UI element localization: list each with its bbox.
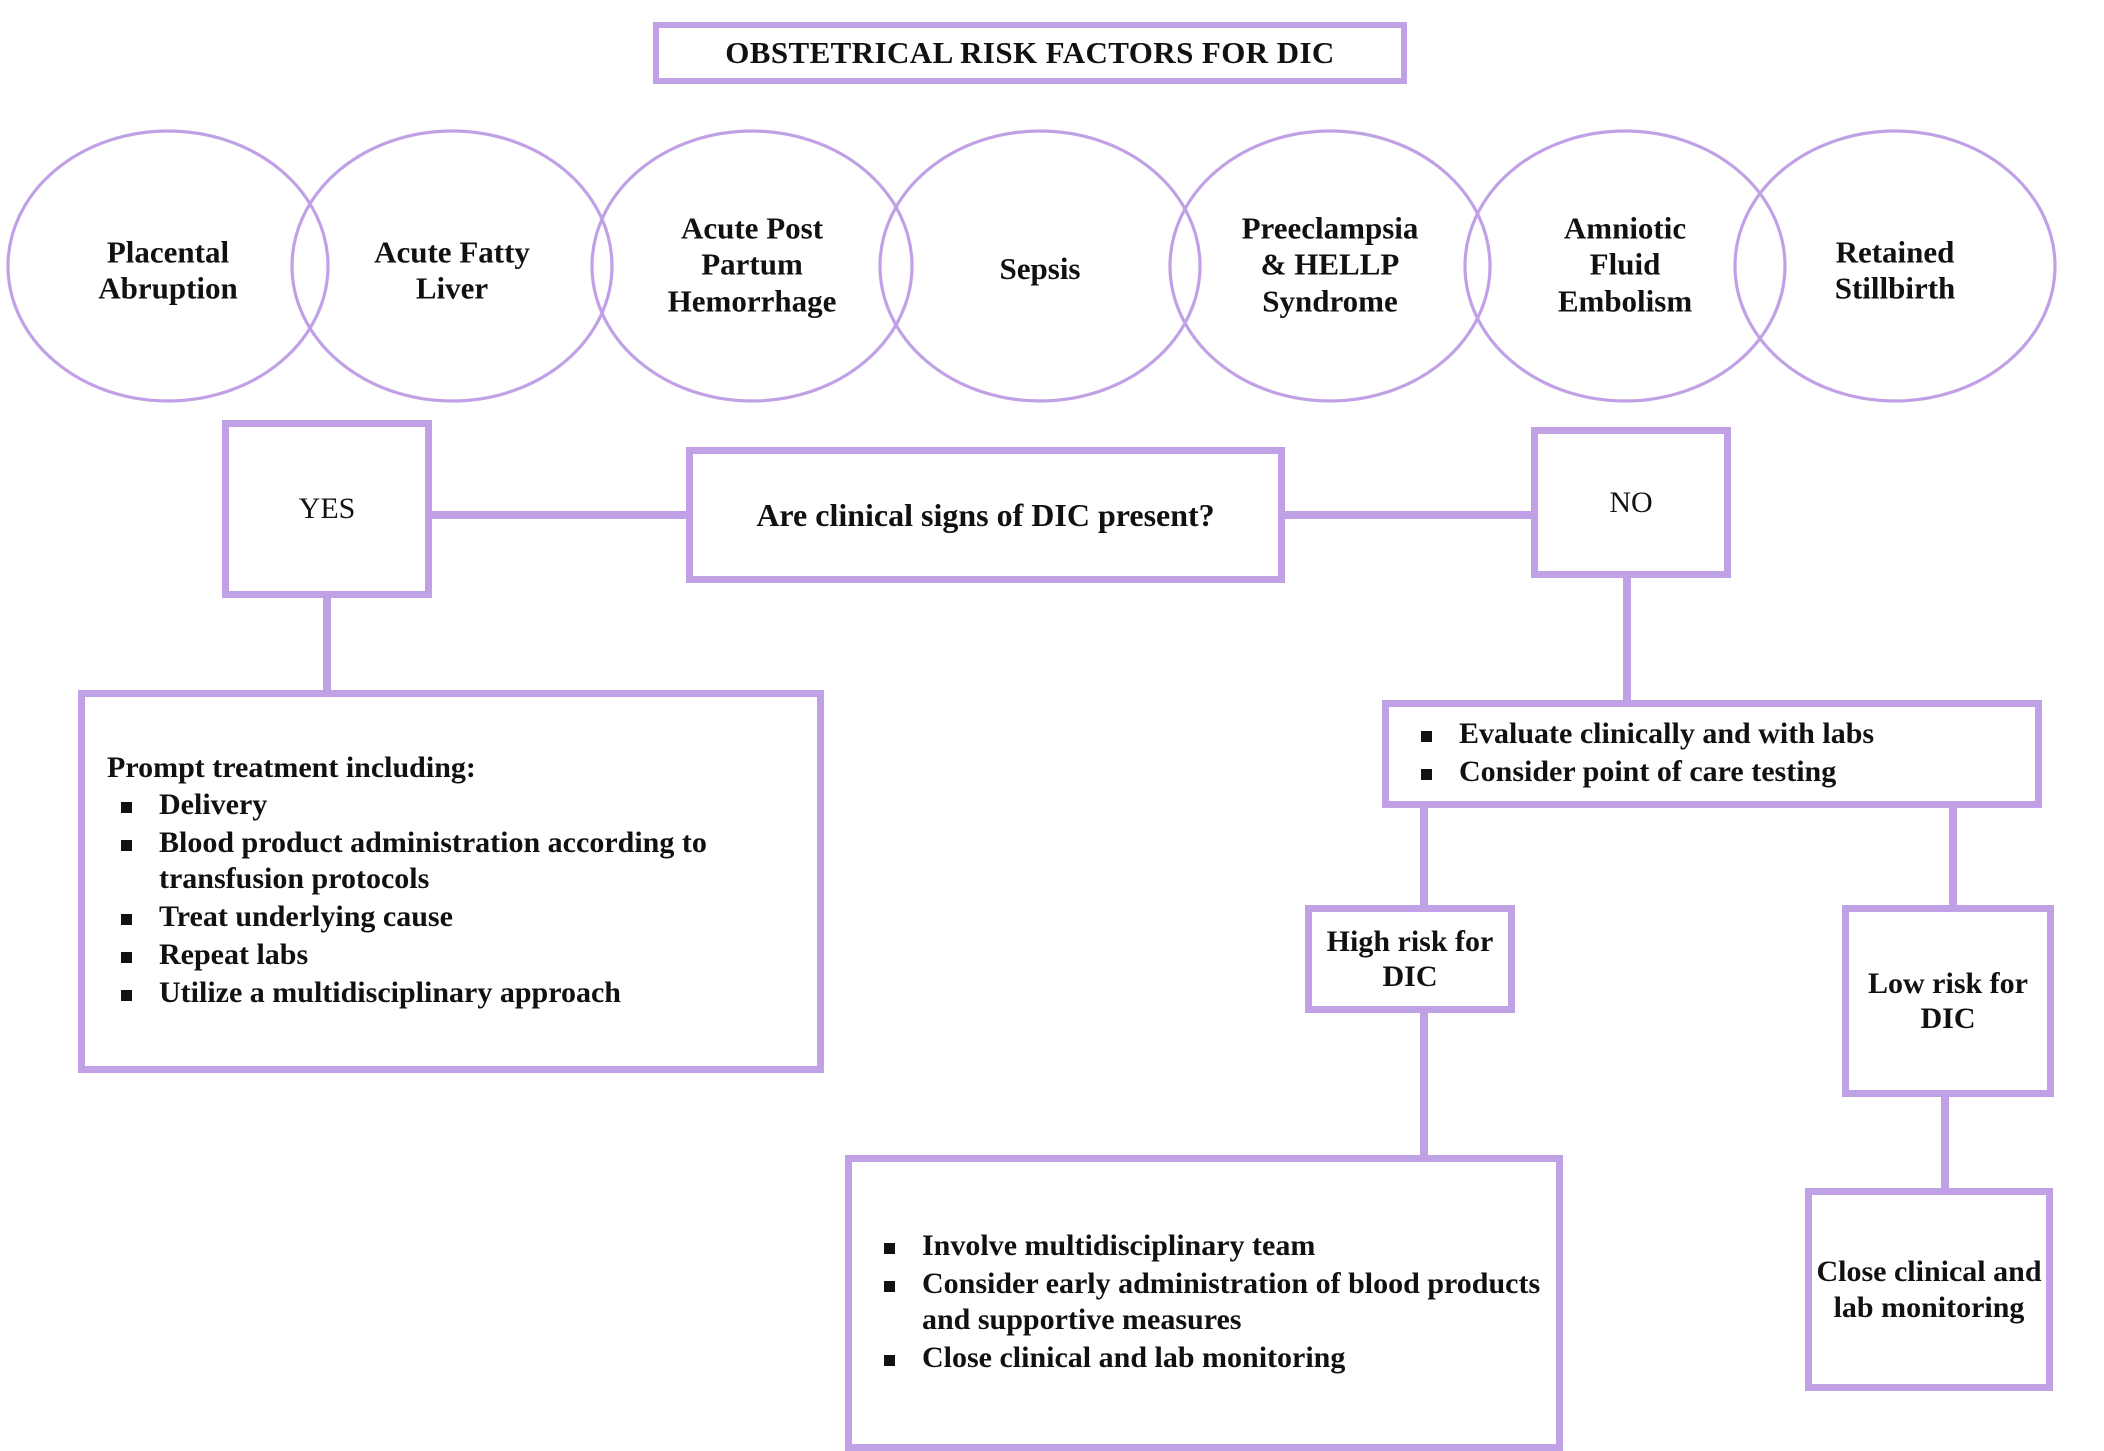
list-item: Treat underlying cause <box>107 899 803 935</box>
evaluate-box: Evaluate clinically and with labs Consid… <box>1382 700 2042 808</box>
low-risk-monitoring-label: Close clinical and lab monitoring <box>1816 1255 2042 1324</box>
yes-label: YES <box>298 492 356 525</box>
no-label: NO <box>1609 485 1653 519</box>
low-risk-box[interactable]: Low risk for DIC <box>1842 905 2054 1097</box>
list-item: Involve multidisciplinary team <box>870 1228 1544 1264</box>
bullet-square-icon <box>884 1243 895 1254</box>
risk-circle-4 <box>878 129 1202 403</box>
bullet-square-icon <box>1421 769 1432 780</box>
page-title: OBSTETRICAL RISK FACTORS FOR DIC <box>725 35 1335 70</box>
risk-circle-7 <box>1733 129 2057 403</box>
low-risk-label: Low risk for DIC <box>1868 966 2028 1035</box>
list-item-label: Evaluate clinically and with labs <box>1459 717 1875 750</box>
list-item-label: Utilize a multidisciplinary approach <box>159 975 621 1009</box>
bullet-square-icon <box>121 839 132 851</box>
list-item-label: Delivery <box>159 787 268 821</box>
decision-question-label: Are clinical signs of DIC present? <box>756 496 1215 533</box>
bullet-square-icon <box>1421 731 1432 742</box>
bullet-square-icon <box>884 1355 895 1366</box>
risk-circle-3 <box>590 129 914 403</box>
list-item: Utilize a multidisciplinary approach <box>107 975 803 1011</box>
list-item-label: Repeat labs <box>159 937 309 971</box>
list-item-label: Close clinical and lab monitoring <box>922 1341 1346 1374</box>
list-item-label: Blood product administration according t… <box>159 825 707 895</box>
high-risk-label: High risk for DIC <box>1326 924 1494 993</box>
bullet-square-icon <box>884 1281 895 1292</box>
list-item: Consider early administration of blood p… <box>870 1266 1544 1338</box>
bullet-square-icon <box>121 913 132 925</box>
list-item-label: Treat underlying cause <box>159 899 453 933</box>
bullet-square-icon <box>121 801 132 813</box>
decision-question-box[interactable]: Are clinical signs of DIC present? <box>686 447 1285 583</box>
prompt-treatment-box: Prompt treatment including: Delivery Blo… <box>78 690 824 1073</box>
list-item: Delivery <box>107 787 803 823</box>
list-item-label: Consider point of care testing <box>1459 755 1837 788</box>
bullet-square-icon <box>121 989 132 1001</box>
bullet-square-icon <box>121 951 132 963</box>
low-risk-monitoring-box: Close clinical and lab monitoring <box>1805 1188 2053 1391</box>
list-item: Repeat labs <box>107 937 803 973</box>
no-branch-box[interactable]: NO <box>1531 427 1731 578</box>
list-item: Close clinical and lab monitoring <box>870 1340 1544 1376</box>
prompt-treatment-list: Delivery Blood product administration ac… <box>107 787 803 1013</box>
risk-circle-1 <box>6 129 330 403</box>
high-risk-actions-list: Involve multidisciplinary team Consider … <box>870 1228 1544 1378</box>
high-risk-box[interactable]: High risk for DIC <box>1305 905 1515 1013</box>
prompt-treatment-lead: Prompt treatment including: <box>107 750 476 784</box>
risk-circle-2 <box>290 129 614 403</box>
risk-circle-5 <box>1168 129 1492 403</box>
list-item: Blood product administration according t… <box>107 825 803 897</box>
high-risk-actions-box: Involve multidisciplinary team Consider … <box>845 1155 1563 1451</box>
risk-circle-6 <box>1463 129 1787 403</box>
evaluate-list: Evaluate clinically and with labs Consid… <box>1407 716 1874 792</box>
list-item: Evaluate clinically and with labs <box>1407 716 1874 752</box>
list-item: Consider point of care testing <box>1407 754 1874 790</box>
list-item-label: Consider early administration of blood p… <box>922 1267 1541 1336</box>
yes-branch-box[interactable]: YES <box>222 420 432 598</box>
list-item-label: Involve multidisciplinary team <box>922 1229 1316 1262</box>
diagram-title-box: OBSTETRICAL RISK FACTORS FOR DIC <box>653 22 1407 84</box>
